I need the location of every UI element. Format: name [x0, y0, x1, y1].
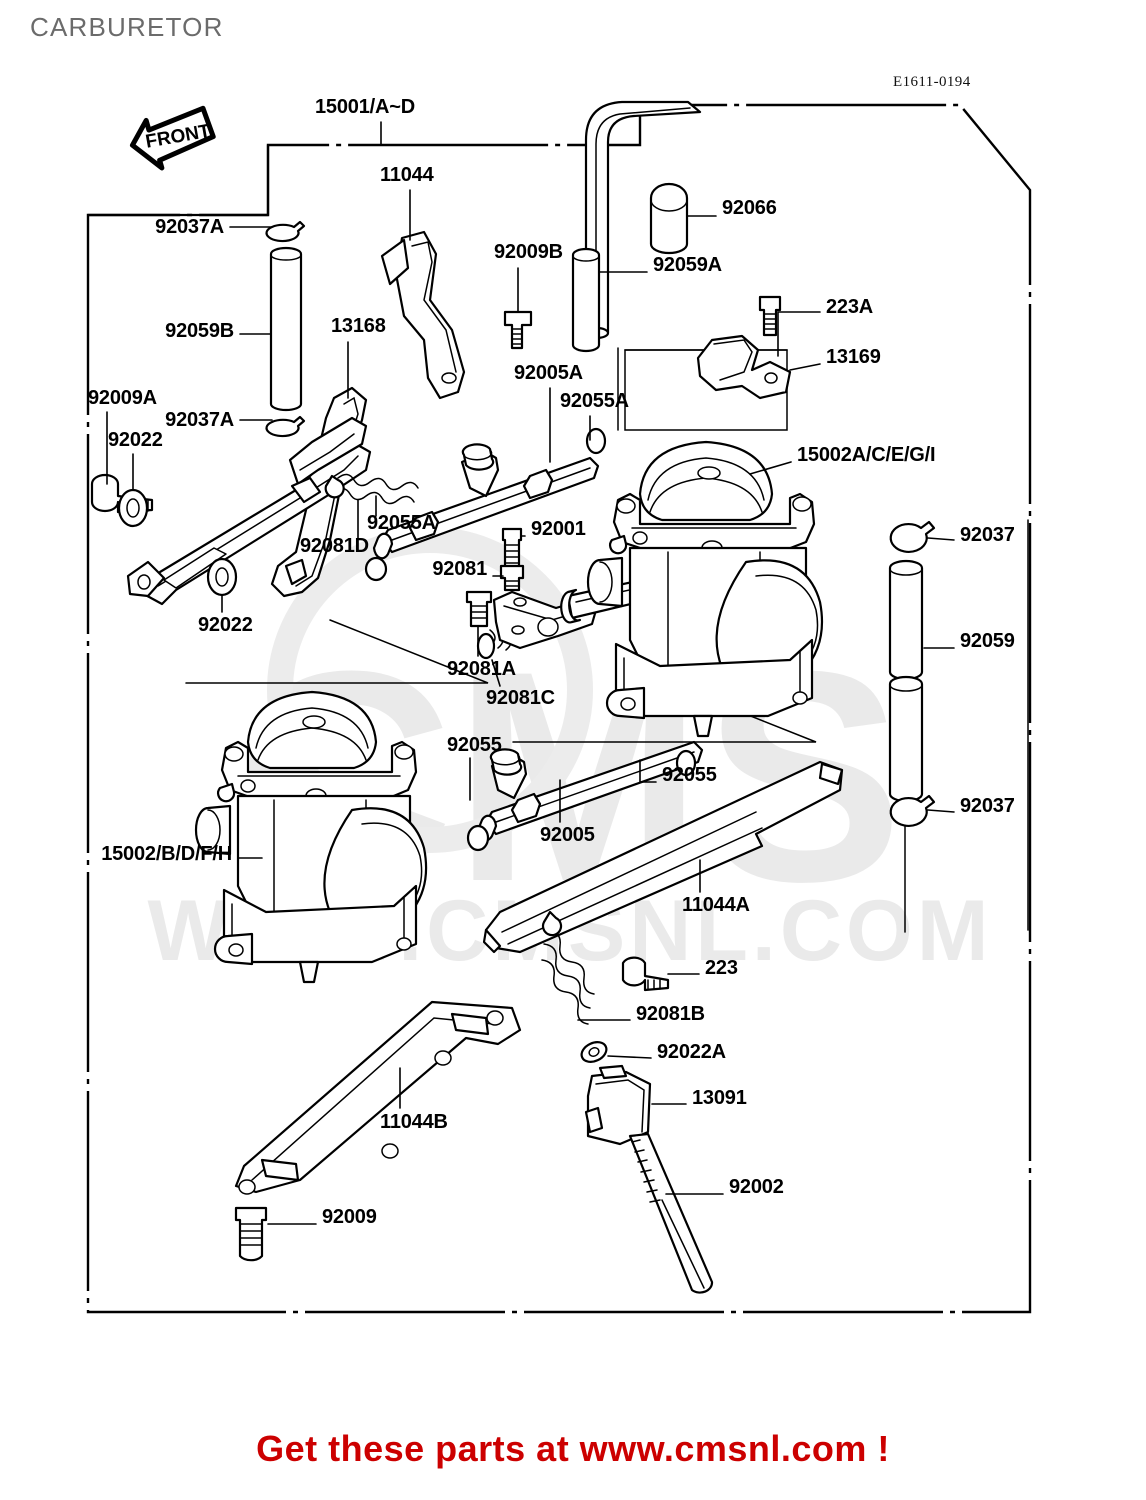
- part-callout-92055a[interactable]: 92055A: [367, 512, 436, 534]
- part-callout-92022a[interactable]: 92022A: [657, 1041, 726, 1063]
- part-callout-92022[interactable]: 92022: [198, 614, 253, 636]
- part-callout-92066[interactable]: 92066: [722, 197, 777, 219]
- part-callout-15001-a-d[interactable]: 15001/A~D: [315, 96, 415, 118]
- part-callout-92059b[interactable]: 92059B: [165, 320, 234, 342]
- part-bracket-11044B: [234, 1000, 522, 1195]
- part-bolt-92009B: [503, 310, 533, 350]
- part-bracket-11044A: [482, 760, 844, 954]
- part-callout-92037a[interactable]: 92037A: [165, 409, 234, 431]
- page-title: CARBURETOR: [30, 12, 224, 42]
- part-clamp-92037A-lower: [265, 415, 306, 438]
- part-callout-223[interactable]: 223: [705, 957, 738, 979]
- part-callout-92001[interactable]: 92001: [531, 518, 586, 540]
- part-jet-92081A: [465, 590, 493, 628]
- part-carburetor-body-15002B: [194, 690, 428, 984]
- part-lever-13169: [696, 334, 792, 400]
- part-washer-92022A: [580, 1041, 608, 1063]
- part-callout-92037[interactable]: 92037: [960, 795, 1015, 817]
- part-callout-13168[interactable]: 13168: [331, 315, 386, 337]
- group-boundary-outline: [86, 103, 1032, 1314]
- part-tube-92059-lower: [888, 675, 924, 803]
- part-callout-92055a[interactable]: 92055A: [560, 390, 629, 412]
- part-callout-13091[interactable]: 13091: [692, 1087, 747, 1109]
- part-bracket-11044: [380, 230, 466, 400]
- part-callout-11044b[interactable]: 11044B: [380, 1111, 448, 1133]
- part-fuel-pipe-92005: [466, 740, 704, 852]
- part-callout-15002a-c-e-g-i[interactable]: 15002A/C/E/G/I: [797, 444, 936, 466]
- part-bolt-92009: [234, 1206, 268, 1262]
- part-spring-92055A-left: [324, 473, 419, 505]
- part-washer-92022-lower: [206, 557, 238, 597]
- part-callout-92009a[interactable]: 92009A: [88, 387, 157, 409]
- part-callout-92009[interactable]: 92009: [322, 1206, 377, 1228]
- part-callout-92009b[interactable]: 92009B: [494, 241, 563, 263]
- leader-lines: [106, 121, 955, 1225]
- part-callout-92081c[interactable]: 92081C: [486, 687, 555, 709]
- part-callout-223a[interactable]: 223A: [826, 296, 874, 318]
- part-callout-92081a[interactable]: 92081A: [447, 658, 516, 680]
- part-callout-92005a[interactable]: 92005A: [514, 362, 583, 384]
- part-washer-92022-upper: [117, 488, 149, 528]
- part-linkage-arm: [126, 416, 372, 606]
- drawing-code: E1611-0194: [893, 74, 971, 90]
- part-spring-92081B: [541, 910, 595, 1025]
- part-callout-92059a[interactable]: 92059A: [653, 254, 722, 276]
- footer-cta: Get these parts at www.cmsnl.com !: [256, 1428, 890, 1469]
- part-callout-92055[interactable]: 92055: [447, 734, 502, 756]
- part-jet-92081: [499, 564, 525, 592]
- part-callout-13169[interactable]: 13169: [826, 346, 881, 368]
- part-callout-92081[interactable]: 92081: [432, 558, 487, 580]
- part-bolt-223: [621, 956, 670, 992]
- part-callout-92081b[interactable]: 92081B: [636, 1003, 705, 1025]
- part-clamp-92037A-upper: [265, 220, 306, 243]
- part-callout-92022[interactable]: 92022: [108, 429, 163, 451]
- part-callout-11044[interactable]: 11044: [380, 164, 434, 186]
- part-callout-92002[interactable]: 92002: [729, 1176, 784, 1198]
- part-cap-92066: [649, 182, 689, 255]
- part-callout-92037[interactable]: 92037: [960, 524, 1015, 546]
- part-callout-92055[interactable]: 92055: [662, 764, 717, 786]
- part-clamp-92037-lower: [889, 794, 936, 827]
- part-carburetor-body-15002A: [586, 440, 824, 738]
- part-callout-92005[interactable]: 92005: [540, 824, 595, 846]
- front-direction-icon: FRONT: [126, 104, 218, 172]
- part-fuel-pipe-92005A: [364, 427, 607, 582]
- part-bolt-223A: [758, 295, 782, 337]
- part-tube-92059B: [269, 246, 303, 412]
- exploded-parts-drawing: .s {fill:none;stroke:#000;stroke-width:2…: [86, 100, 1032, 1314]
- part-tube-92059-upper: [888, 559, 924, 681]
- part-bolt-92002: [628, 1132, 714, 1294]
- part-callout-92059[interactable]: 92059: [960, 630, 1015, 652]
- part-callout-11044a[interactable]: 11044A: [682, 894, 750, 916]
- part-clamp-92037-upper: [889, 520, 936, 553]
- part-tube-92059A: [571, 247, 601, 353]
- part-holder-13091: [584, 1064, 652, 1146]
- part-callout-15002-b-d-f-h[interactable]: 15002/B/D/F/H: [101, 843, 232, 865]
- part-callout-92037a[interactable]: 92037A: [155, 216, 224, 238]
- part-callout-92081d[interactable]: 92081D: [300, 535, 369, 557]
